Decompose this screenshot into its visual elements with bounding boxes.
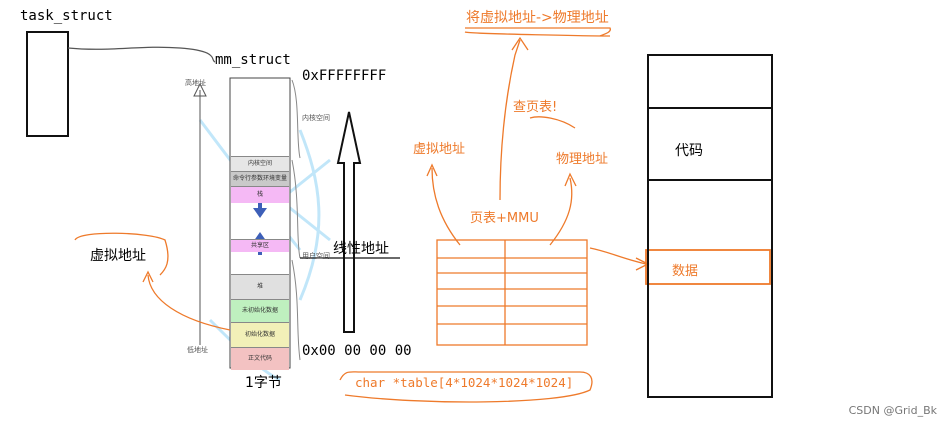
user-space-label: 用户空间 (302, 252, 330, 260)
high-address-label: 高地址 (185, 79, 206, 87)
memory-segment: 初始化数据 (231, 322, 289, 347)
linear-address-label: 线性地址 (333, 241, 389, 257)
memory-segment: 堆 (231, 274, 289, 299)
task-struct-label: task_struct (20, 8, 113, 24)
physical-address-label: 物理地址 (556, 152, 609, 167)
memory-segment: 栈 (231, 186, 289, 203)
physical-memory-box (647, 54, 773, 398)
kernel-space-label: 内核空间 (302, 114, 330, 122)
linear-address-arrow (336, 111, 362, 333)
low-address-label: 低地址 (187, 346, 208, 354)
memory-segment: 内核空间 (231, 156, 289, 171)
top-address-label: 0xFFFFFFFF (302, 68, 387, 84)
virtual-address-left-label: 虚拟地址 (90, 248, 146, 264)
data-label: 数据 (672, 264, 699, 279)
watermark: CSDN @Grid_Bk (848, 404, 937, 417)
task-struct-box (26, 31, 69, 137)
task-to-mm-arrow (67, 46, 216, 63)
page-table-mmu-label: 页表+MMU (470, 211, 539, 226)
mm-struct-label: mm_struct (215, 52, 291, 68)
byte-unit-label: 1字节 (245, 375, 282, 391)
memory-segment: 正文代码 (231, 347, 289, 370)
memory-segment: 未初始化数据 (231, 299, 289, 322)
memory-segment: 命令行参数环境变量 (231, 171, 289, 186)
memory-segments: 内核空间命令行参数环境变量栈共享区堆未初始化数据初始化数据正文代码 (231, 156, 289, 370)
code-label: 代码 (675, 143, 703, 159)
table-declaration: char *table[4*1024*1024*1024] (355, 375, 574, 390)
bottom-address-label: 0x00 00 00 00 (302, 343, 412, 359)
virtual-address-right-label: 虚拟地址 (413, 142, 466, 157)
translate-title: 将虚拟地址->物理地址 (466, 10, 609, 26)
lookup-table-label: 查页表! (513, 100, 558, 115)
memory-segment: 共享区 (231, 239, 289, 252)
orange-sketches (74, 27, 771, 403)
